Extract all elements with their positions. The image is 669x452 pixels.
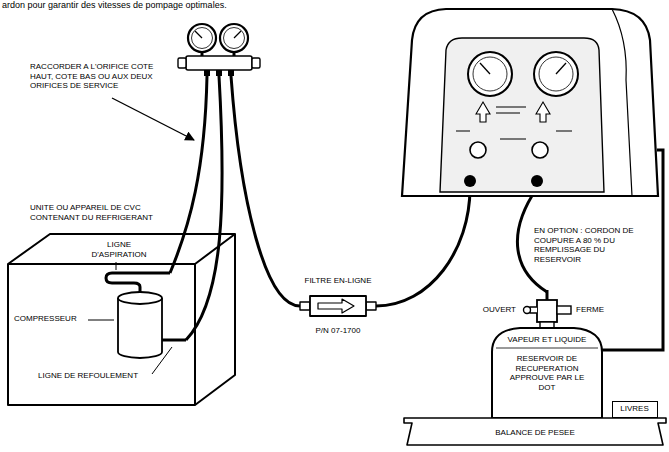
suction-line <box>106 273 170 292</box>
discharge-line <box>162 339 186 342</box>
machine-port <box>531 175 543 187</box>
hose-fitting <box>204 70 210 76</box>
cylinder-label: RESERVOIR DE RECUPERATION APPROUVE PAR L… <box>507 354 587 392</box>
scale-outline <box>404 418 666 445</box>
gauge-needle <box>556 63 566 74</box>
callout-arrow <box>112 98 194 140</box>
valve-handle <box>557 306 571 314</box>
label-slot: LIGNE D'ASPIRATION <box>80 240 158 259</box>
filter-fitting <box>300 302 310 310</box>
weight-unit-box: LIVRES <box>612 401 658 418</box>
manifold-knob <box>252 58 260 68</box>
unit-text: LIVRES <box>613 404 656 414</box>
hose <box>231 76 300 306</box>
gauge-dial <box>224 28 245 49</box>
machine-front-panel <box>440 38 604 192</box>
label-slot: EN OPTION : CORDON DE COUPURE A 80 % DU … <box>534 226 649 264</box>
gauge-needle <box>480 63 490 74</box>
label-slot: OUVERT <box>478 305 516 315</box>
machine-knob <box>470 142 486 158</box>
hose <box>376 188 470 306</box>
gauge-needle <box>234 31 241 38</box>
part-label: LIGNE D'ASPIRATION <box>80 240 158 259</box>
unit-heading: UNITE OU APPAREIL DE CVC CONTENANT DU RE… <box>30 203 180 222</box>
weighing-scale: BALANCE DE PESEE <box>404 418 666 446</box>
machine-gauge <box>534 52 578 96</box>
gauge-dial <box>473 57 507 91</box>
part-label: COMPRESSEUR <box>14 314 84 324</box>
text-slot: UNITE OU APPAREIL DE CVC CONTENANT DU RE… <box>30 203 180 222</box>
manifold-gauge <box>220 24 248 52</box>
cylinder-outline <box>492 328 602 418</box>
valve-handle <box>524 307 531 314</box>
machine-knob <box>532 142 548 158</box>
part-number: P/N 07-1700 <box>296 326 380 336</box>
filter-fitting <box>366 302 376 310</box>
filter-heading: FILTRE EN-LIGNE <box>296 276 380 286</box>
text-slot: FILTRE EN-LIGNE <box>296 276 380 286</box>
manifold-body <box>186 56 252 70</box>
leader-line <box>152 347 172 374</box>
text-slot: RESERVOIR DE RECUPERATION APPROUVE PAR L… <box>507 354 587 392</box>
panel-marking <box>556 130 572 132</box>
text-slot: BALANCE DE PESEE <box>404 428 666 438</box>
machine-gauge <box>468 52 512 96</box>
filter-body <box>310 296 366 316</box>
label-slot: FERME <box>576 305 616 315</box>
text-slot: VAPEUR ET LIQUIDE <box>497 335 597 345</box>
label-slot: COMPRESSEUR <box>14 314 84 324</box>
option-note: EN OPTION : CORDON DE COUPURE A 80 % DU … <box>534 226 649 264</box>
compressor-body <box>118 298 162 358</box>
text-slot: LIVRES <box>613 404 656 414</box>
machine-contour <box>612 9 632 196</box>
manifold-knob <box>178 58 186 68</box>
recovery-cylinder: VAPEUR ET LIQUIDE RESERVOIR DE RECUPERATI… <box>492 322 602 418</box>
label-slot: ardon pour garantir des vitesses de pomp… <box>2 0 332 11</box>
cylinder-content: VAPEUR ET LIQUIDE <box>497 335 597 345</box>
panel-marking <box>456 130 470 132</box>
inline-filter: FILTRE EN-LIGNE P/N 07-1700 <box>296 276 380 340</box>
hose-fitting <box>216 70 222 76</box>
cylinder-band <box>496 348 598 349</box>
panel-marking <box>496 106 526 108</box>
panel-arrow <box>536 102 550 122</box>
hose <box>170 76 207 273</box>
scale-name: BALANCE DE PESEE <box>404 428 666 438</box>
panel-marking <box>500 138 526 140</box>
tank-valve <box>537 300 557 322</box>
part-label: LIGNE DE REFOULEMENT <box>38 371 148 381</box>
hose <box>186 76 222 340</box>
panel-marking <box>496 112 520 114</box>
page-text-fragment: ardon pour garantir des vitesses de pomp… <box>2 0 332 11</box>
text-slot: P/N 07-1700 <box>296 326 380 336</box>
label-slot: LIGNE DE REFOULEMENT <box>38 371 148 381</box>
valve-label: FERME <box>576 305 616 315</box>
flow-arrow <box>318 299 354 313</box>
recovery-machine-body <box>402 9 658 196</box>
compressor-top <box>118 292 162 304</box>
leader-line <box>88 320 114 321</box>
gauge-dial <box>539 57 573 91</box>
gauge-needle <box>195 31 202 38</box>
machine-port <box>464 175 476 187</box>
gauge-dial <box>192 28 213 49</box>
panel-arrow <box>476 102 490 122</box>
manifold-gauge <box>188 24 216 52</box>
valve-label: OUVERT <box>478 305 516 315</box>
label-slot: RACCORDER A L'ORIFICE COTE HAUT, COTE BA… <box>30 62 172 91</box>
hvac-cabinet-outline <box>8 234 235 405</box>
callout-note: RACCORDER A L'ORIFICE COTE HAUT, COTE BA… <box>30 62 172 91</box>
hose-fitting <box>228 70 234 76</box>
